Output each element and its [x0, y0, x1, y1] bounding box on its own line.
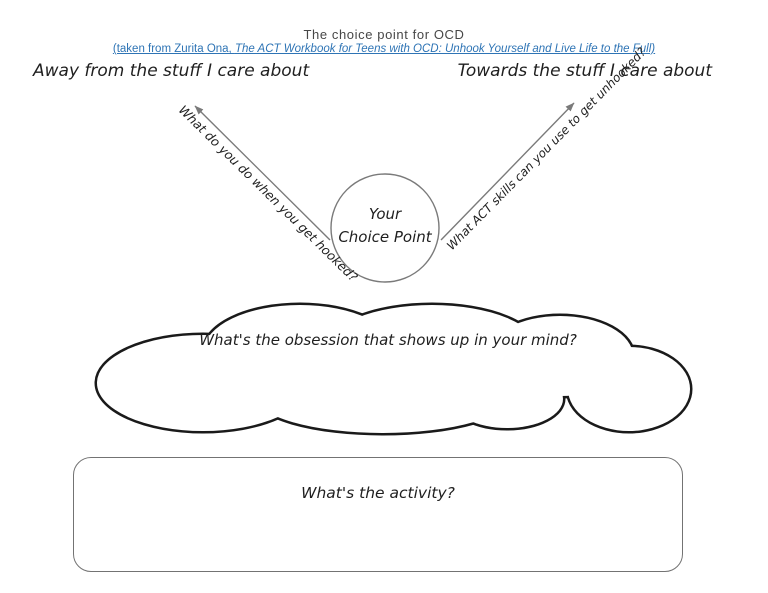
away-arrow	[194, 105, 331, 241]
source-citation-link[interactable]: (taken from Zurita Ona, The ACT Workbook…	[0, 43, 768, 55]
choice-point-label-line1: Your	[368, 205, 402, 223]
choice-point-label: Your Choice Point	[325, 203, 445, 250]
towards-heading: Towards the stuff I care about	[457, 61, 712, 81]
towards-arrow	[440, 102, 575, 241]
choice-point-label-line2: Choice Point	[338, 228, 432, 247]
source-citation-prefix: (taken from Zurita Ona,	[112, 43, 235, 55]
source-citation-book-title: The ACT Workbook for Teens with OCD: Unh…	[234, 43, 656, 55]
away-heading: Away from the stuff I care about	[33, 61, 310, 81]
choice-point-circle	[330, 173, 440, 283]
activity-box: What's the activity?	[73, 457, 683, 572]
obsession-cloud-label: What's the obsession that shows up in yo…	[199, 331, 577, 349]
page-title: The choice point for OCD	[303, 27, 465, 42]
cloud-shape-fill	[97, 305, 690, 433]
activity-box-label: What's the activity?	[301, 484, 455, 502]
